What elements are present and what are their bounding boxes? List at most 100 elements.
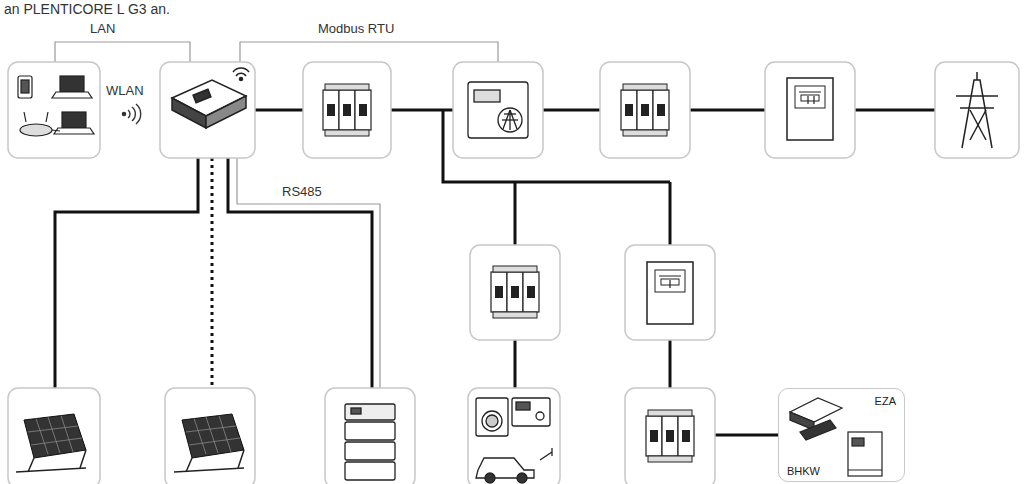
power-line — [669, 182, 672, 245]
power-line — [514, 182, 517, 245]
component-box — [453, 62, 543, 158]
inverter-symbol — [236, 73, 246, 76]
inverter-symbol — [233, 68, 249, 72]
household-loads — [540, 452, 552, 460]
component-box — [625, 245, 715, 340]
energy-meter — [502, 119, 518, 120]
component-box — [470, 245, 560, 340]
component-box — [935, 62, 1019, 158]
household-loads — [516, 402, 530, 410]
battery-stack — [345, 404, 395, 480]
household-loads — [485, 473, 495, 483]
component-box — [165, 388, 255, 484]
power-line — [514, 340, 517, 388]
pylon-symbol — [976, 72, 978, 80]
pylon-symbol — [956, 72, 998, 148]
component-box — [8, 388, 100, 484]
network-devices — [46, 112, 48, 122]
network-devices — [21, 80, 29, 93]
generator-icons — [848, 469, 882, 470]
meter-arrows — [670, 96, 814, 288]
household-loads — [482, 411, 502, 431]
energy-meter — [474, 90, 500, 102]
component-box — [8, 62, 1019, 484]
meter-arrows — [669, 280, 670, 288]
component-box — [468, 388, 560, 484]
power-line — [55, 158, 198, 388]
signal-label: RS485 — [282, 185, 322, 200]
network-devices — [20, 124, 52, 136]
circuit-breaker — [323, 84, 371, 136]
network-devices — [52, 130, 60, 131]
battery-stack — [351, 408, 361, 414]
household-loads — [517, 473, 527, 483]
generator-icons — [790, 398, 882, 476]
energy-meter — [503, 110, 510, 129]
meter-arrows — [807, 96, 808, 104]
energy-meter — [468, 82, 528, 138]
generator-icons — [800, 420, 836, 440]
wlan-waves — [136, 104, 141, 124]
inverter-symbol — [193, 89, 211, 102]
signal-label: WLAN — [106, 84, 144, 99]
wlan-waves — [122, 112, 125, 115]
energy-meter — [468, 82, 528, 138]
battery-stack — [345, 442, 395, 460]
component-box — [325, 388, 415, 484]
power-line — [715, 434, 778, 437]
lan-wire — [55, 42, 190, 62]
pylon-symbol — [970, 110, 986, 140]
node-label: BHKW — [787, 465, 820, 477]
component-box — [600, 62, 690, 158]
battery-stack — [345, 422, 395, 440]
pylon-symbol — [960, 107, 994, 109]
pylon-symbol — [970, 110, 986, 140]
inverter-symbol — [206, 96, 246, 128]
battery-stack — [345, 404, 395, 420]
optional-dc-line — [211, 158, 214, 388]
component-box — [625, 388, 715, 484]
signal-label: LAN — [90, 22, 115, 37]
network-devices — [24, 112, 26, 122]
node-label: EZA — [875, 395, 896, 407]
modbus-wire — [240, 42, 498, 62]
generator-icons — [852, 438, 864, 446]
battery-stack — [345, 462, 395, 480]
network-devices — [60, 76, 84, 92]
inverter-symbol — [172, 98, 206, 128]
household-loads — [486, 415, 498, 427]
component-box — [765, 62, 855, 158]
component-box — [8, 62, 100, 158]
network-devices — [62, 112, 86, 128]
lan-wire — [55, 42, 190, 62]
meter-cabinet — [647, 262, 693, 324]
modbus-wire — [240, 42, 498, 62]
rs485-wire — [237, 158, 380, 388]
household-loads — [476, 398, 552, 483]
circuit-breaker — [491, 266, 539, 318]
household-loads — [536, 412, 544, 420]
power-line — [228, 158, 372, 388]
network-devices — [52, 92, 92, 98]
energy-meter — [510, 110, 517, 129]
wlan-waves — [122, 104, 140, 124]
household-loads — [512, 398, 550, 426]
inverter-symbol — [172, 68, 249, 128]
meter-arrows — [813, 96, 814, 104]
wlan-waves — [132, 107, 135, 121]
circuit-breaker — [621, 84, 669, 136]
wlan-waves — [128, 110, 130, 118]
power-line — [669, 340, 672, 388]
network-devices — [18, 76, 94, 136]
generator-icons — [848, 432, 882, 476]
circuit-breaker — [646, 410, 694, 462]
energy-meter — [498, 108, 522, 132]
component-box — [160, 62, 255, 158]
component-box — [303, 62, 391, 158]
network-devices — [18, 76, 32, 98]
generator-box: EZA BHKW — [778, 388, 905, 482]
pylon-symbol — [956, 95, 998, 97]
optional-dc-line — [212, 158, 213, 388]
solar-panel — [16, 414, 86, 472]
